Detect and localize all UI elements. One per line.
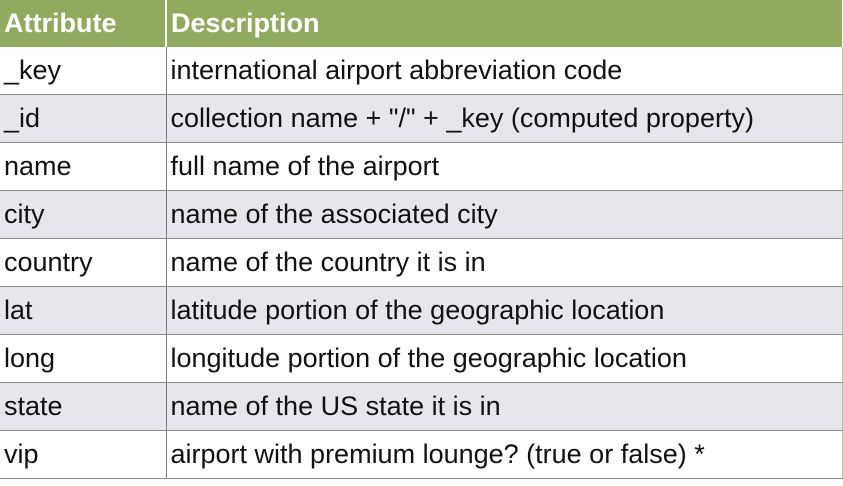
description-cell: collection name + "/" + _key (computed p… — [166, 94, 843, 143]
table-header: Attribute Description — [0, 0, 842, 47]
attribute-cell: state — [0, 382, 167, 431]
description-cell: international airport abbreviation code — [166, 47, 843, 95]
attribute-cell: _key — [0, 47, 167, 95]
table-row: long longitude portion of the geographic… — [0, 334, 843, 383]
header-attribute: Attribute — [0, 0, 167, 47]
table-row: lat latitude portion of the geographic l… — [0, 286, 843, 335]
attribute-cell: vip — [0, 430, 167, 479]
attribute-cell: country — [0, 238, 167, 287]
table-row: city name of the associated city — [0, 190, 843, 239]
table-row: name full name of the airport — [0, 142, 843, 191]
attribute-cell: lat — [0, 286, 167, 335]
attribute-cell: long — [0, 334, 167, 383]
table-row: vip airport with premium lounge? (true o… — [0, 430, 843, 479]
description-cell: name of the country it is in — [166, 238, 843, 287]
description-cell: full name of the airport — [166, 142, 843, 191]
attribute-cell: _id — [0, 94, 167, 143]
table-row: _key international airport abbreviation … — [0, 47, 843, 95]
description-cell: name of the US state it is in — [166, 382, 843, 431]
attribute-cell: name — [0, 142, 167, 191]
description-cell: airport with premium lounge? (true or fa… — [166, 430, 843, 479]
header-description: Description — [166, 0, 842, 47]
table-row: country name of the country it is in — [0, 238, 843, 287]
description-cell: name of the associated city — [166, 190, 843, 239]
table-row: _id collection name + "/" + _key (comput… — [0, 94, 843, 143]
description-cell: longitude portion of the geographic loca… — [166, 334, 843, 383]
table-body: _key international airport abbreviation … — [0, 47, 843, 479]
header-row: Attribute Description — [0, 0, 842, 47]
table-row: state name of the US state it is in — [0, 382, 843, 431]
description-cell: latitude portion of the geographic locat… — [166, 286, 843, 335]
attribute-cell: city — [0, 190, 167, 239]
